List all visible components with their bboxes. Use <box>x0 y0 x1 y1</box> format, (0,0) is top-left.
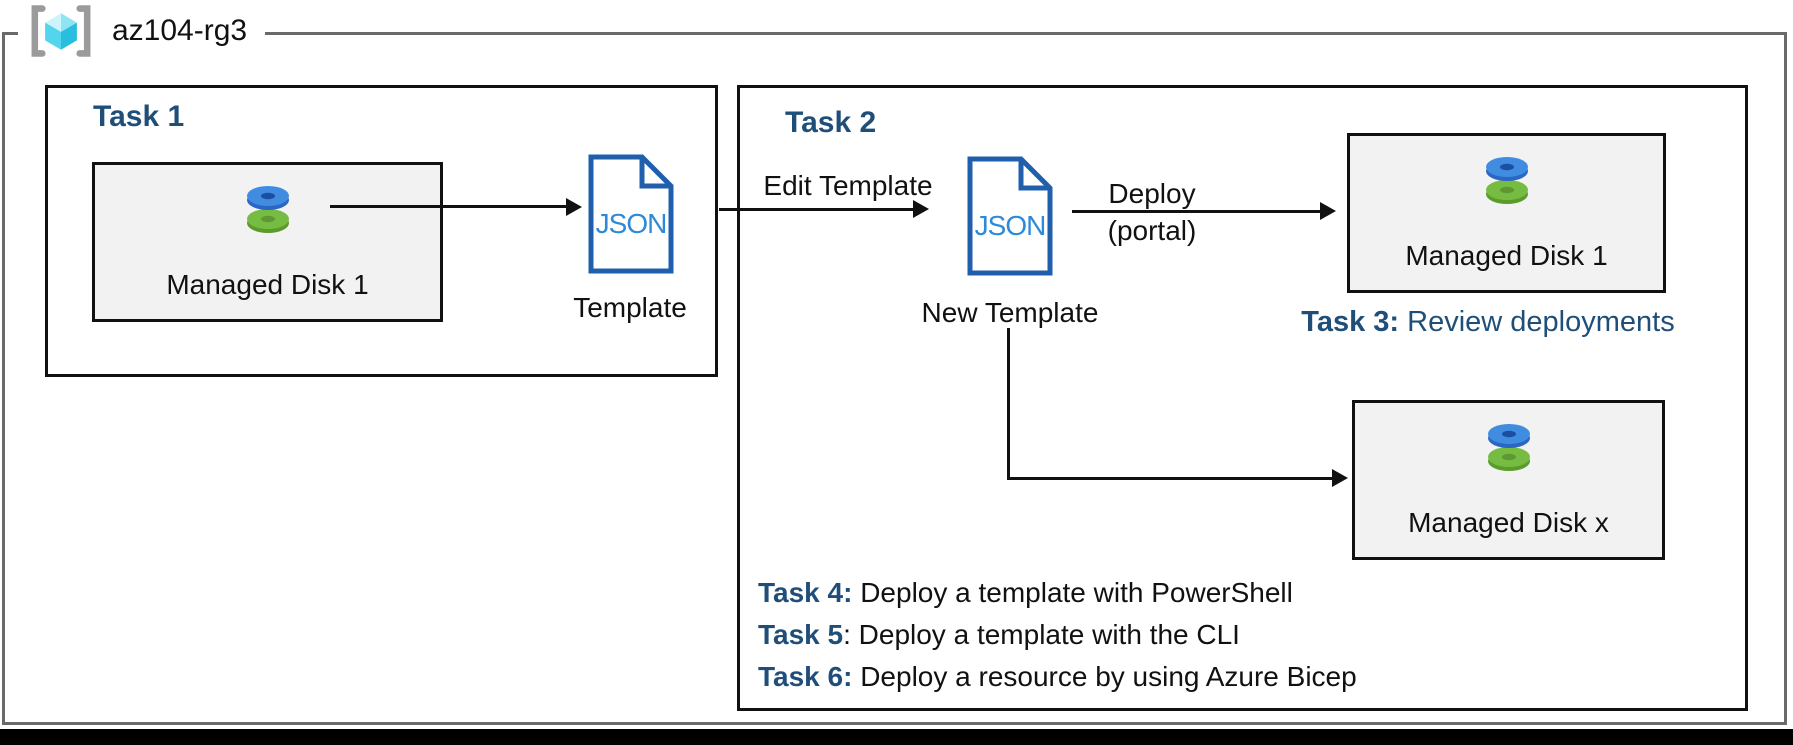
task6-text: Deploy a resource by using Azure Bicep <box>852 661 1357 692</box>
resource-group-label: az104-rg3 <box>18 2 266 60</box>
connector-new-template-down <box>1007 328 1010 479</box>
bottom-black-bar <box>0 729 1793 745</box>
managed-disk-icon <box>239 183 297 242</box>
task4-prefix: Task 4: <box>758 577 853 608</box>
json-template-icon: JSON <box>587 153 675 280</box>
new-template-caption: New Template <box>921 297 1099 328</box>
connector-to-disk-x-head <box>1332 469 1348 487</box>
managed-disk-1-box-task1: Managed Disk 1 <box>92 162 443 322</box>
json-doc-text: JSON <box>596 208 667 239</box>
task3-text: Review deployments <box>1399 306 1675 338</box>
managed-disk-1-box-task2: Managed Disk 1 <box>1347 133 1666 293</box>
task3-prefix: Task 3: <box>1301 306 1400 338</box>
template-caption: Template <box>573 292 687 323</box>
json-new-template-icon: JSON <box>966 155 1054 282</box>
arrow-disk-to-template <box>330 205 568 208</box>
arrow-edit-template-head <box>913 200 929 218</box>
edit-template-label: Edit Template <box>763 170 933 201</box>
task2-title: Task 2 <box>785 106 877 139</box>
task4-line: Task 4: Deploy a template with PowerShel… <box>758 572 1357 614</box>
managed-disk-icon <box>1480 421 1538 480</box>
task6-line: Task 6: Deploy a resource by using Azure… <box>758 656 1357 698</box>
task1-title: Task 1 <box>93 100 185 133</box>
arrow-disk-to-template-head <box>566 198 582 216</box>
task5-line: Task 5: Deploy a template with the CLI <box>758 614 1357 656</box>
arrow-deploy-portal <box>1072 210 1322 213</box>
managed-disk-x-label: Managed Disk x <box>1408 507 1609 538</box>
deploy-portal-sublabel: (portal) <box>1107 215 1197 246</box>
connector-to-disk-x <box>1007 477 1334 480</box>
managed-disk-1-label: Managed Disk 1 <box>166 269 369 300</box>
task3-caption: Task 3: Review deployments <box>1238 306 1738 339</box>
resource-group-name: az104-rg3 <box>112 14 248 47</box>
task5-prefix: Task 5 <box>758 619 844 650</box>
task4-text: Deploy a template with PowerShell <box>852 577 1293 608</box>
managed-disk-icon <box>1478 154 1536 213</box>
json-doc-text: JSON <box>975 210 1046 241</box>
resource-group-icon <box>26 2 96 60</box>
deploy-label: Deploy <box>1108 178 1196 209</box>
task5-text: : Deploy a template with the CLI <box>843 619 1240 650</box>
managed-disk-1-label: Managed Disk 1 <box>1405 240 1608 271</box>
managed-disk-x-box: Managed Disk x <box>1352 400 1665 560</box>
arrow-edit-template <box>719 208 915 211</box>
arrow-deploy-portal-head <box>1320 202 1336 220</box>
task-list: Task 4: Deploy a template with PowerShel… <box>758 572 1357 698</box>
task6-prefix: Task 6: <box>758 661 853 692</box>
